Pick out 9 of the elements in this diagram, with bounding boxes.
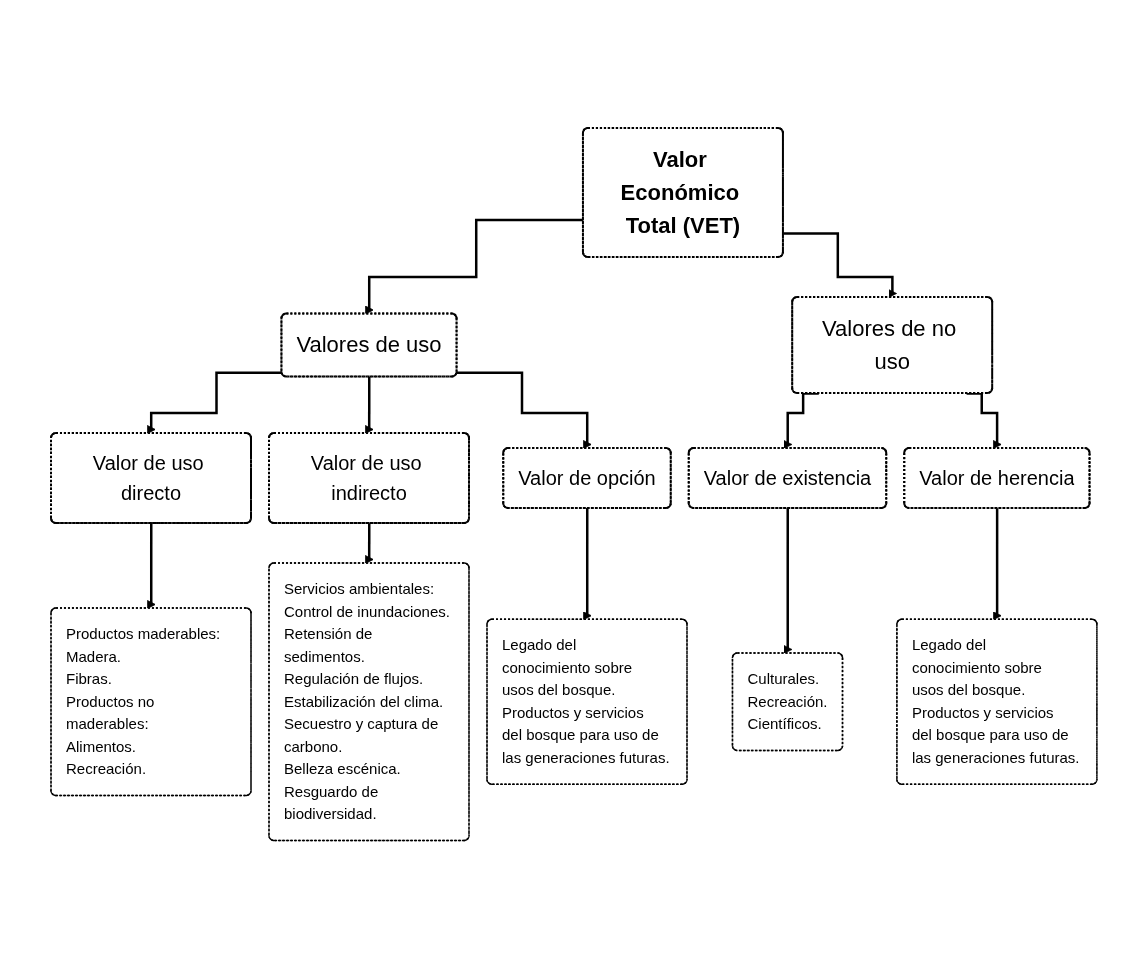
arrow: [147, 371, 283, 435]
arrow: [783, 232, 898, 299]
arrow: [783, 507, 793, 655]
arrow: [583, 507, 592, 621]
arrow: [365, 522, 374, 565]
arrow: [365, 376, 374, 435]
arrow: [993, 507, 1002, 621]
arrow: [147, 522, 156, 610]
arrow: [457, 371, 592, 450]
